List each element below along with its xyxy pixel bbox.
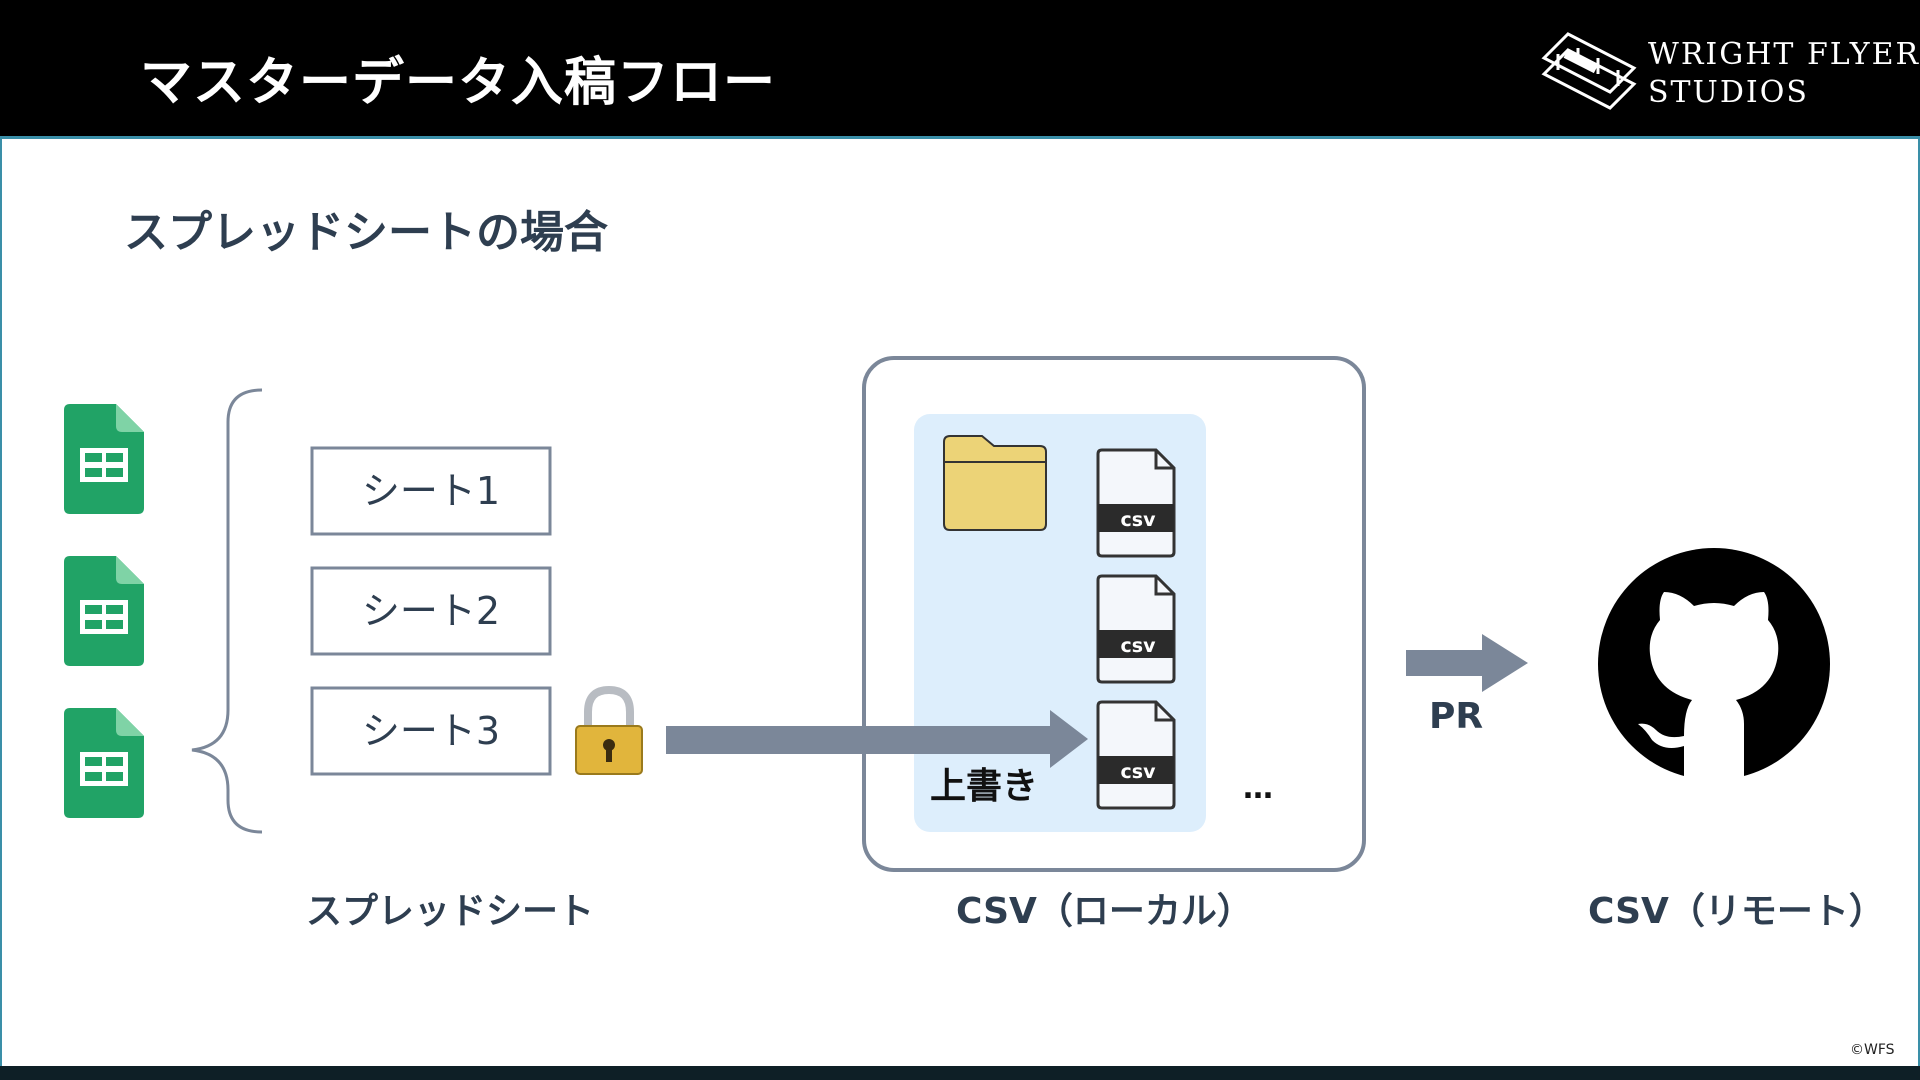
overwrite-label: 上書き <box>930 766 1038 807</box>
copyright-notice: ©WFS <box>1850 1042 1895 1058</box>
page-title: マスターデータ入稿フロー <box>140 53 777 113</box>
csv-file-icon <box>1096 700 1176 810</box>
csv-file-label-3: csv <box>1121 761 1157 783</box>
more-files-ellipsis: … <box>1243 771 1273 806</box>
spreadsheet-caption: スプレッドシート <box>306 891 595 932</box>
curly-brace <box>191 388 263 834</box>
google-sheets-icon <box>64 708 144 818</box>
logo-line-2: STUDIOS <box>1648 75 1809 110</box>
overwrite-arrow <box>666 710 1088 768</box>
pr-arrow <box>1406 634 1528 692</box>
csv-file-icon <box>1096 574 1176 684</box>
remote-csv-caption: CSV（リモート） <box>1588 891 1885 932</box>
sheet-box-1 <box>310 446 552 536</box>
logo-line-1: WRIGHT FLYER <box>1648 37 1920 72</box>
biplane-icon <box>1541 32 1637 110</box>
frame-left-border <box>0 139 2 1067</box>
google-sheets-icon <box>64 556 144 666</box>
header-divider <box>0 136 1920 139</box>
csv-file-label-2: csv <box>1121 635 1157 657</box>
sheet-label-2: シート2 <box>362 589 500 633</box>
sheet-box-3 <box>310 686 552 776</box>
sheet-label-1: シート1 <box>362 469 500 513</box>
sheet-box-2 <box>310 566 552 656</box>
frame-right-border <box>1918 139 1920 1067</box>
local-csv-caption: CSV（ローカル） <box>956 891 1253 932</box>
csv-file-label-1: csv <box>1121 509 1157 531</box>
csv-file-icon <box>1096 448 1176 558</box>
section-subtitle: スプレッドシートの場合 <box>124 207 608 258</box>
folder-icon <box>943 435 1047 531</box>
footer-bar <box>0 1066 1920 1080</box>
lock-icon <box>575 685 643 775</box>
pr-label: PR <box>1429 696 1483 737</box>
sheet-label-3: シート3 <box>362 709 500 753</box>
wright-flyer-logo: WRIGHT FLYER STUDIOS <box>1538 28 1918 110</box>
google-sheets-icon <box>64 404 144 514</box>
github-icon <box>1598 548 1830 783</box>
